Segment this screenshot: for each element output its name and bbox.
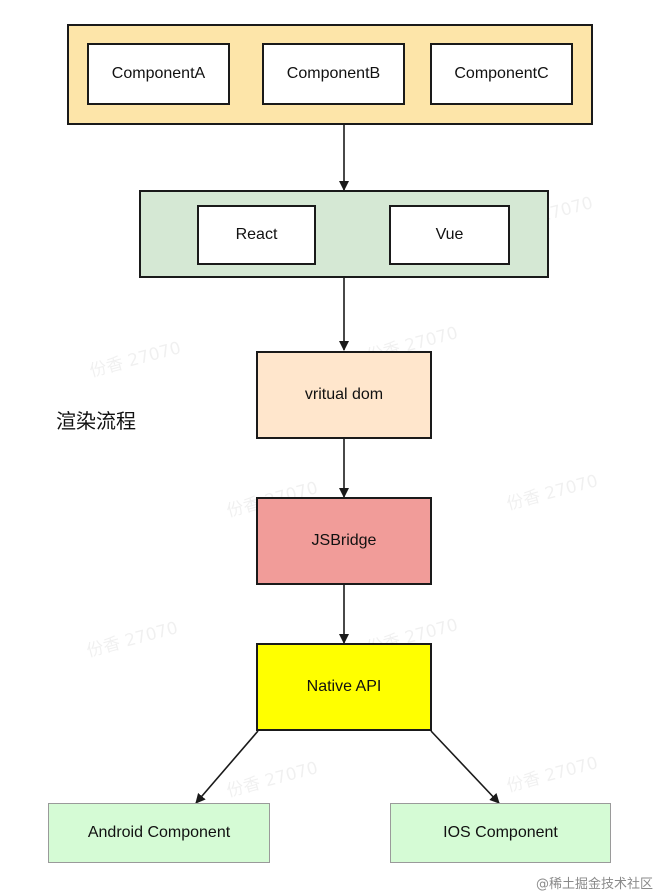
react-node: React [197,205,316,265]
footer-watermark: @稀土掘金技术社区 [536,877,654,892]
jsbridge-node: JSBridge [256,497,432,585]
vue-node: Vue [389,205,510,265]
virtual-dom-node: vritual dom [256,351,432,439]
ios-component-node: IOS Component [390,803,611,863]
component-a-node: ComponentA [87,43,230,105]
native-api-node: Native API [256,643,432,731]
android-component-node: Android Component [48,803,270,863]
arrow-native-api-to-android [195,730,259,804]
render-flow-label: 渲染流程 [56,409,136,433]
component-c-node: ComponentC [430,43,573,105]
arrow-native-api-to-ios [430,730,500,804]
component-b-node: ComponentB [262,43,405,105]
